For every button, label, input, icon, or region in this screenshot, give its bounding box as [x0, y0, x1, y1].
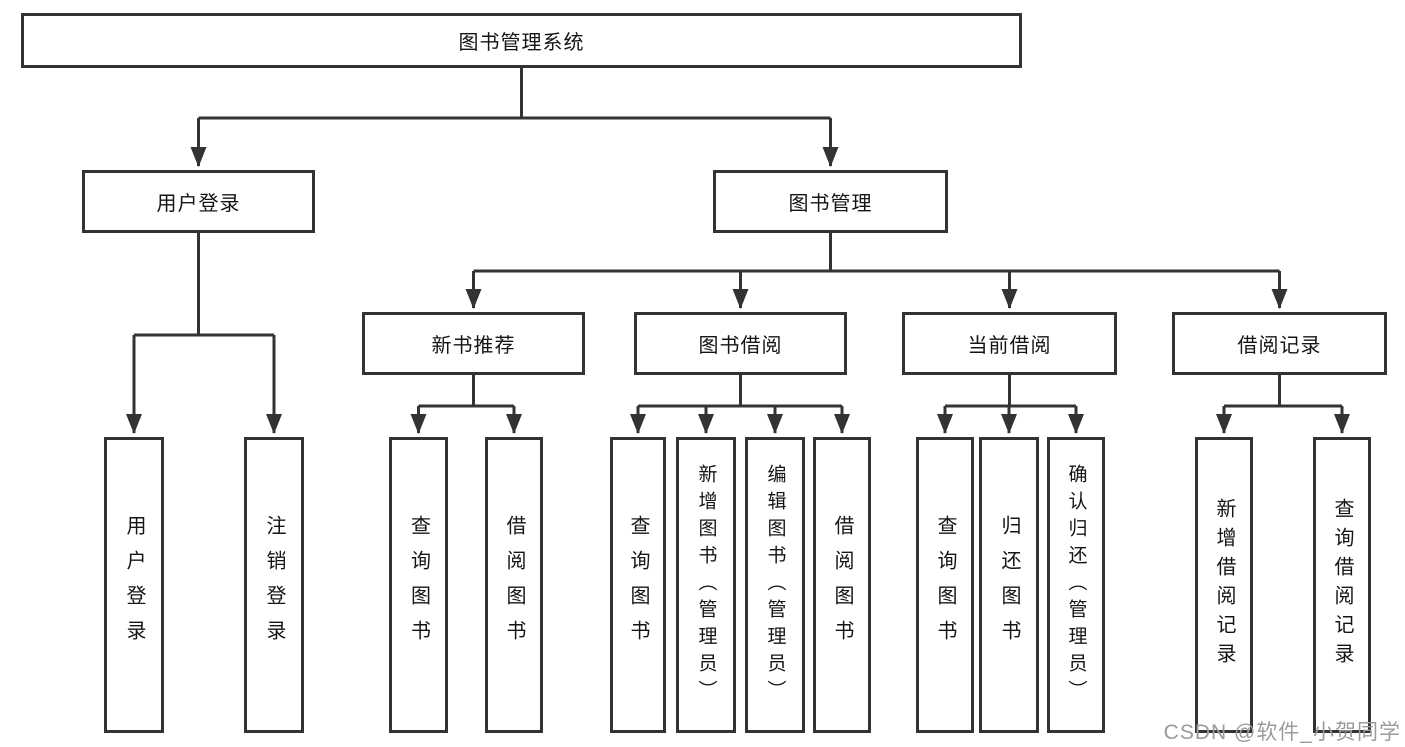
node-new-book-recommend-label: 新书推荐 [431, 335, 516, 357]
node-recommend-query-book-label: 查询图书 [407, 515, 430, 655]
node-leaf-logout-label: 注销登录 [263, 515, 285, 655]
node-borrowing-add-book-admin: 新增图书（管理员） [676, 437, 736, 733]
node-borrowing-borrow-book-label: 借阅图书 [831, 515, 853, 655]
node-records-query-record-label: 查询借阅记录 [1331, 498, 1353, 672]
node-current-borrowing-label: 当前借阅 [967, 335, 1052, 357]
node-records-query-record: 查询借阅记录 [1313, 437, 1371, 733]
node-user-login: 用户登录 [82, 170, 315, 233]
node-records-add-record: 新增借阅记录 [1195, 437, 1253, 733]
node-book-management: 图书管理 [713, 170, 948, 233]
edges-borrow-records [1216, 375, 1350, 434]
edges-book-borrow [630, 375, 850, 434]
node-borrowing-edit-book-admin-label: 编辑图书（管理员） [764, 463, 786, 707]
node-current-confirm-return-admin-label: 确认归还（管理员） [1065, 463, 1087, 707]
node-current-return-book: 归还图书 [979, 437, 1039, 733]
node-user-login-label: 用户登录 [156, 193, 241, 215]
node-borrowing-add-book-admin-label: 新增图书（管理员） [695, 463, 717, 707]
node-current-query-book-label: 查询图书 [934, 515, 956, 655]
edges-current-borrow [937, 375, 1084, 434]
node-book-management-label: 图书管理 [788, 193, 873, 215]
node-recommend-borrow-book: 借阅图书 [485, 437, 543, 733]
node-recommend-query-book: 查询图书 [389, 437, 448, 733]
node-records-add-record-label: 新增借阅记录 [1213, 498, 1235, 672]
edges-root [190, 68, 839, 167]
edges-user-login [126, 233, 282, 434]
node-root-system-label: 图书管理系统 [458, 32, 585, 54]
node-new-book-recommend: 新书推荐 [362, 312, 585, 375]
node-borrowing-borrow-book: 借阅图书 [813, 437, 871, 733]
node-current-query-book: 查询图书 [916, 437, 974, 733]
node-borrowing-query-book: 查询图书 [610, 437, 666, 733]
edges-book-mgmt [465, 233, 1288, 309]
edges-new-book-rec [410, 375, 522, 434]
csdn-watermark: CSDN @软件_小贺同学 [1163, 721, 1401, 744]
node-book-borrowing: 图书借阅 [634, 312, 847, 375]
node-recommend-borrow-book-label: 借阅图书 [503, 515, 525, 655]
node-leaf-user-login-label: 用户登录 [123, 515, 145, 655]
node-leaf-logout: 注销登录 [244, 437, 304, 733]
node-book-borrowing-label: 图书借阅 [698, 335, 783, 357]
node-borrowing-edit-book-admin: 编辑图书（管理员） [745, 437, 805, 733]
node-borrowing-records-label: 借阅记录 [1237, 335, 1322, 357]
node-borrowing-query-book-label: 查询图书 [627, 515, 649, 655]
node-root-system: 图书管理系统 [21, 13, 1022, 68]
node-current-return-book-label: 归还图书 [998, 515, 1020, 655]
node-borrowing-records: 借阅记录 [1172, 312, 1387, 375]
node-current-confirm-return-admin: 确认归还（管理员） [1047, 437, 1105, 733]
node-leaf-user-login: 用户登录 [104, 437, 164, 733]
node-current-borrowing: 当前借阅 [902, 312, 1117, 375]
